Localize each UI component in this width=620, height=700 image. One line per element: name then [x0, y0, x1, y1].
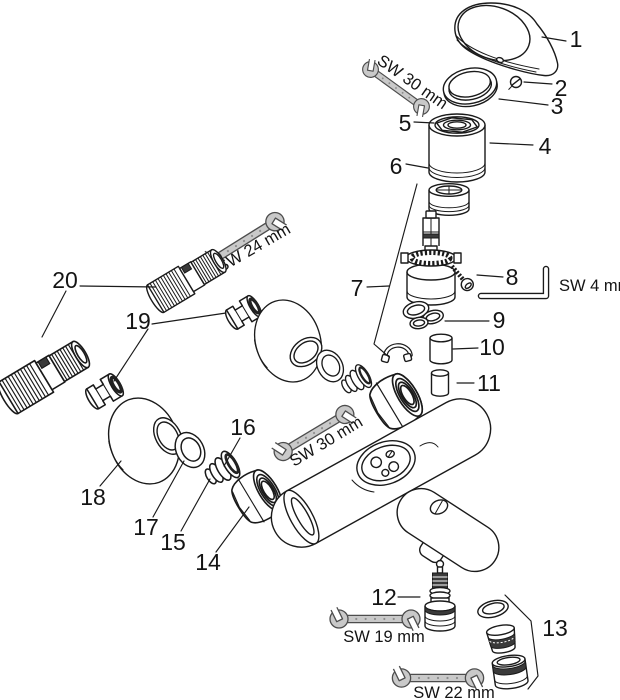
leader-4 [489, 142, 534, 146]
callout-6: 6 [390, 153, 403, 179]
callout-14: 14 [195, 549, 221, 575]
aerator-washer [477, 599, 509, 619]
mixer-body [270, 398, 500, 573]
leader-lines [41, 36, 567, 690]
callout-3: 3 [551, 93, 564, 119]
callout-15: 15 [160, 529, 186, 555]
leader-13-bracket [504, 594, 539, 690]
part-adapter-ring [428, 182, 470, 216]
wrench-sw19-label: SW 19 mm [343, 628, 425, 646]
escutcheon-upper [243, 290, 333, 392]
callout-17: 17 [133, 514, 159, 540]
cartridge-mount-face [356, 440, 416, 486]
part-bushing-small [430, 369, 450, 397]
part-diverter [424, 559, 456, 632]
callout-labels: 1 2 3 4 5 6 7 8 9 10 11 12 13 14 15 16 1… [52, 26, 582, 641]
part-bushing [429, 333, 453, 365]
leader-6 [405, 163, 429, 169]
leader-10 [452, 347, 479, 350]
leader-2 [523, 81, 553, 85]
callout-11: 11 [477, 370, 501, 396]
leader-20a [79, 285, 157, 288]
hex-key-sw4-label: SW 4 mm [559, 277, 620, 295]
callout-5: 5 [399, 110, 412, 136]
callout-4: 4 [539, 133, 552, 159]
callout-9: 9 [493, 307, 506, 333]
part-retaining-clip [380, 343, 413, 364]
part-spacer-ring [442, 67, 498, 108]
leader-1 [541, 36, 567, 42]
callout-10: 10 [479, 334, 505, 360]
leader-3 [498, 98, 549, 106]
part-handle-screw [508, 75, 523, 90]
s-connector-lower [0, 335, 96, 417]
aerator-sleeve [491, 654, 529, 690]
leader-19b [113, 328, 149, 382]
leader-15 [180, 478, 211, 532]
leader-19a [151, 312, 227, 325]
leader-8 [476, 274, 504, 278]
callout-1: 1 [570, 26, 583, 52]
part-sleeve [428, 113, 486, 183]
part-cartridge [400, 210, 462, 306]
body-front-hole [429, 499, 449, 515]
part-o-rings [402, 300, 444, 330]
wrench-sw22-label: SW 22 mm [413, 684, 495, 700]
leader-5 [413, 121, 435, 124]
aerator-insert [485, 624, 516, 654]
callout-2: 2 [555, 75, 568, 101]
leader-7-dash [366, 285, 390, 288]
callout-19: 19 [125, 308, 151, 334]
leader-20b [41, 290, 67, 338]
leader-7-bracket [373, 183, 418, 358]
leader-16 [223, 437, 241, 467]
part-handle [454, 2, 559, 77]
callout-7: 7 [351, 275, 364, 301]
s-connector-upper [142, 244, 232, 316]
callout-13: 13 [542, 615, 568, 641]
callout-8: 8 [506, 264, 519, 290]
leader-17 [152, 460, 185, 518]
part-aerator-set [477, 599, 529, 690]
leader-18 [99, 460, 122, 487]
hex-key-sw4 [477, 265, 550, 300]
callout-18: 18 [80, 484, 106, 510]
callout-20: 20 [52, 267, 78, 293]
leader-14 [215, 506, 250, 553]
callout-16: 16 [230, 414, 256, 440]
callout-12: 12 [371, 584, 397, 610]
part-fixing-screw [450, 264, 474, 292]
